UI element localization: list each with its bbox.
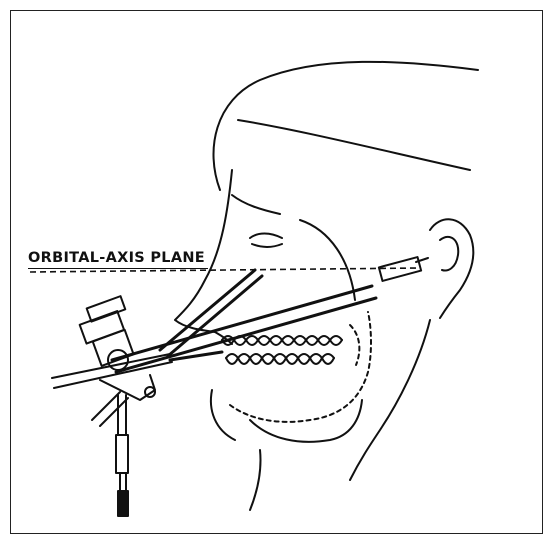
- mandible-outline: [230, 312, 371, 422]
- head-outline: [213, 62, 478, 190]
- facebow-main-rod: [112, 286, 372, 360]
- bite-fork-stem: [116, 395, 128, 516]
- cheek-line: [300, 220, 355, 300]
- eye: [250, 234, 282, 248]
- ear-inner: [440, 237, 458, 271]
- chin: [211, 390, 235, 440]
- lower-teeth: [226, 354, 334, 364]
- label-underline: [28, 268, 208, 269]
- orbital-axis-plane-label: ORBITAL-AXIS PLANE: [28, 250, 205, 266]
- brow-line: [232, 195, 280, 214]
- maxilla-outline: [350, 325, 359, 365]
- neck-front: [250, 450, 261, 510]
- facebow-main-rod-lower: [116, 298, 376, 372]
- forehead-line: [238, 120, 470, 170]
